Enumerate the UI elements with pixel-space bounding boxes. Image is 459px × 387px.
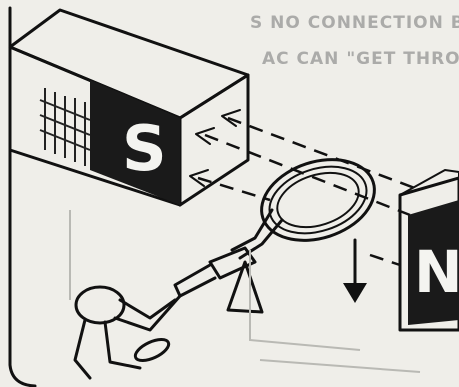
background-shape-1: [250, 250, 360, 350]
force-arrow-head: [343, 283, 367, 303]
small-figure: [75, 287, 180, 378]
force-arrow: [343, 240, 400, 303]
coil-stand: [175, 248, 262, 312]
wire-coil: [232, 146, 385, 258]
north-magnet: N: [400, 170, 459, 330]
south-magnet: S: [10, 10, 248, 205]
field-line-lower: [370, 255, 400, 265]
coil-handle: [232, 210, 272, 250]
south-pole-label: S: [122, 112, 167, 185]
background-shape-3: [260, 360, 420, 372]
figure-body: [105, 322, 140, 368]
figure-leg: [75, 320, 90, 378]
field-line-bottom: [198, 178, 270, 200]
coil-loop-middle: [261, 155, 375, 245]
background-structures: [70, 210, 420, 372]
south-magnet-side-face: [180, 75, 248, 205]
panel-border: [10, 8, 35, 386]
background-text-line2: AC CAN "GET THROUGH" T: [262, 49, 459, 69]
north-pole-label: N: [414, 238, 459, 306]
stand-arm: [175, 265, 215, 296]
field-lines: [190, 110, 420, 215]
background-text: S NO CONNECTION BETWEEN AC CAN "GET THRO…: [250, 13, 459, 69]
background-text-line1: S NO CONNECTION BETWEEN: [250, 13, 459, 33]
stand-tripod: [228, 262, 262, 312]
figure-tool: [132, 335, 171, 365]
south-magnet-hatching: [40, 88, 90, 166]
